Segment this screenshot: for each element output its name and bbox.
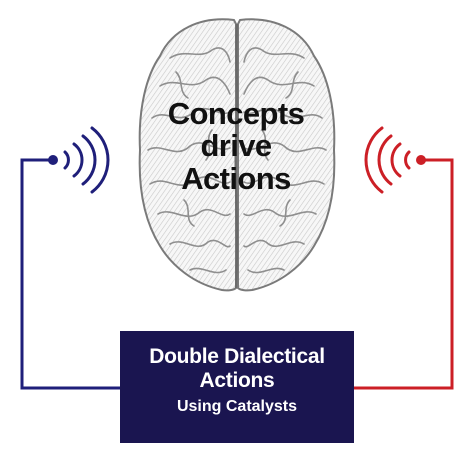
box-title-line2: Actions: [199, 369, 275, 392]
box-subtitle: Using Catalysts: [176, 398, 298, 415]
dialectical-actions-box: Double Dialectical Actions Using Catalys…: [120, 331, 354, 443]
left-signal-icon: [48, 126, 110, 194]
right-signal-icon: [364, 126, 426, 194]
brain-label-line3: Actions: [181, 161, 290, 196]
brain-right-hemisphere: [237, 18, 336, 292]
brain-fissure: [234, 23, 239, 289]
brain-folds: [147, 47, 327, 274]
brain-label-line2: drive: [200, 128, 271, 163]
box-title-line1: Double Dialectical: [149, 345, 325, 368]
brain-left-hemisphere: [138, 18, 237, 292]
left-connector-line: [20, 158, 120, 390]
right-connector-line: [354, 158, 454, 390]
brain-icon: [138, 18, 336, 292]
brain-label-line1: Concepts: [168, 96, 304, 131]
